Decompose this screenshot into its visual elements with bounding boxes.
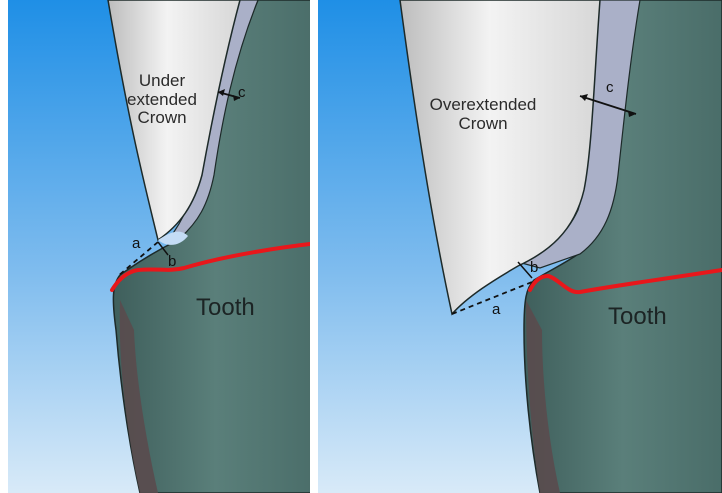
crown-label-line: Crown [418, 115, 548, 134]
left-panel-under-extended: Under extended Crown Tooth a b c [8, 0, 318, 493]
crown-label: Under extended Crown [116, 72, 208, 128]
crown-label-line: Crown [116, 109, 208, 128]
panel-divider [310, 0, 318, 493]
tooth-label: Tooth [196, 295, 255, 321]
label-c: c [238, 85, 246, 102]
label-b: b [530, 260, 538, 277]
label-a: a [132, 236, 140, 253]
right-panel-illustration [318, 0, 722, 493]
left-border [0, 0, 8, 493]
crown-label: Overextended Crown [418, 96, 548, 133]
crown-label-line: Under [116, 72, 208, 91]
tooth-label: Tooth [608, 304, 667, 330]
crown-label-line: extended [116, 91, 208, 110]
right-panel-overextended: Overextended Crown Tooth a b c [318, 0, 722, 493]
crown-label-line: Overextended [418, 96, 548, 115]
label-c: c [606, 80, 614, 97]
label-a: a [492, 302, 500, 319]
label-b: b [168, 254, 176, 271]
